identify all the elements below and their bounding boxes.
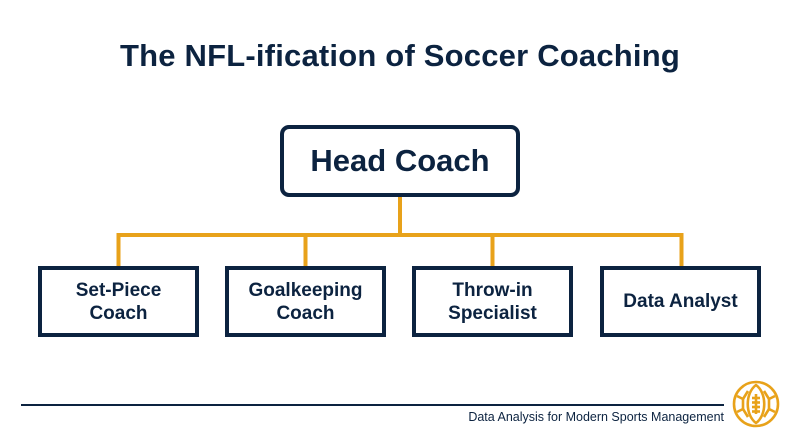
footer-caption: Data Analysis for Modern Sports Manageme…: [468, 410, 724, 424]
footer-divider: [21, 404, 724, 406]
data-analyst-box: Data Analyst: [600, 266, 761, 337]
football-soccer-ball-icon: [732, 380, 780, 428]
goalkeeping-coach-label: Goalkeeping Coach: [248, 279, 363, 324]
set-piece-coach-label: Set-Piece Coach: [75, 279, 162, 324]
set-piece-coach-box: Set-Piece Coach: [38, 266, 199, 337]
data-analyst-label: Data Analyst: [623, 291, 738, 312]
head-coach-box: Head Coach: [280, 125, 520, 197]
goalkeeping-coach-box: Goalkeeping Coach: [225, 266, 386, 337]
head-coach-label: Head Coach: [310, 143, 490, 178]
diagram-title: The NFL-ification of Soccer Coaching: [119, 38, 681, 73]
throw-in-specialist-label: Throw-in Specialist: [448, 279, 537, 324]
throw-in-specialist-box: Throw-in Specialist: [412, 266, 573, 337]
